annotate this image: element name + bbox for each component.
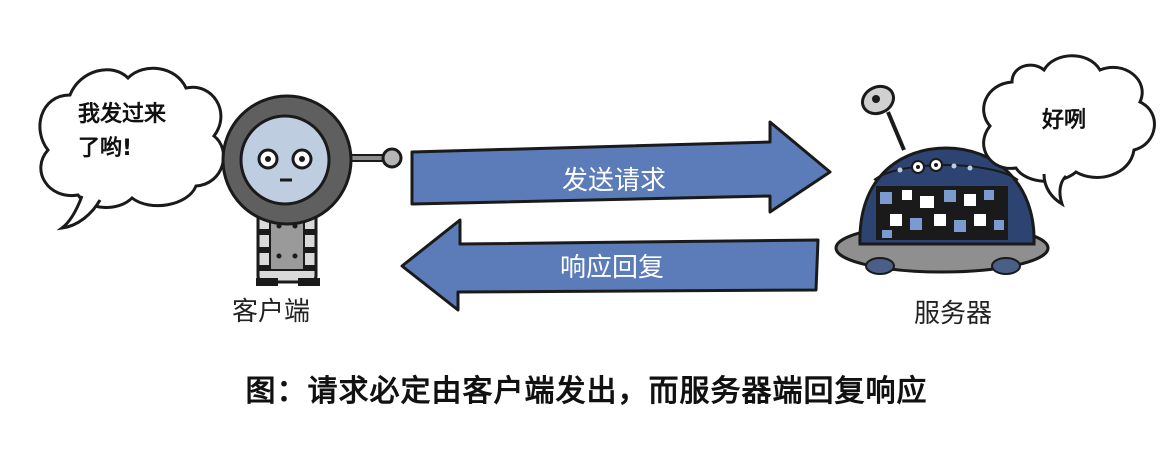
client-cloud-tail (56, 195, 102, 231)
response-arrow (400, 218, 820, 312)
client-speech-line-1: 我发过来 (78, 102, 167, 127)
client-cloud-shape (38, 66, 226, 209)
client-speech-line-2: 了哟! (78, 136, 133, 161)
server-speech-bubble (982, 54, 1156, 208)
request-arrow-shape (410, 120, 832, 214)
request-arrow-label: 发送请求 (562, 166, 667, 196)
client-speech-text: 我发过来 了哟! (78, 98, 198, 166)
server-cloud-tail (1042, 173, 1068, 208)
client-robot (221, 94, 403, 286)
server-label: 服务器 (914, 299, 993, 329)
request-arrow (410, 120, 832, 214)
server-robot (834, 84, 1050, 275)
client-robot-antenna-ball (381, 147, 403, 169)
response-arrow-shape (400, 218, 820, 312)
server-speech-text: 好咧 (1042, 108, 1087, 133)
response-arrow-label: 响应回复 (560, 253, 665, 283)
server-cloud-shape (982, 54, 1156, 183)
figure-caption: 图：请求必定由客户端发出，而服务器端回复响应 (245, 374, 928, 409)
client-label: 客户端 (232, 297, 311, 327)
client-robot-face (239, 114, 331, 206)
client-speech-bubble (38, 66, 226, 231)
